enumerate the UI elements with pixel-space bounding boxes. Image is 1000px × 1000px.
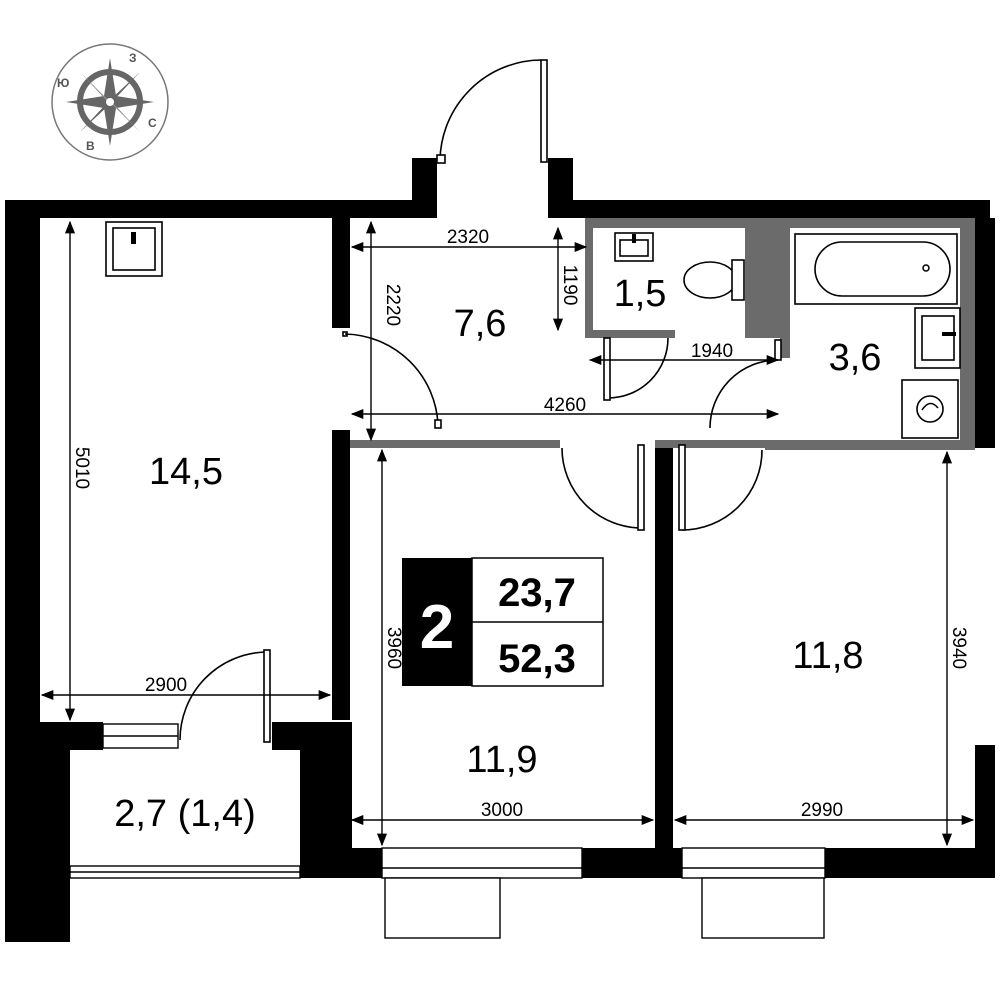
interior-walls <box>332 218 975 850</box>
room-area-hall: 7,6 <box>454 303 507 345</box>
compass-east-label: С <box>148 116 157 130</box>
room-area-bedroom-right: 11,8 <box>792 635 863 677</box>
dim-bedroom-left-width: 3000 <box>481 800 523 821</box>
dim-toilet-depth: 1190 <box>559 265 580 306</box>
dim-hall-width: 2320 <box>447 227 489 248</box>
dim-bedroom-right-width: 2990 <box>801 800 843 821</box>
dimension-lines <box>40 220 975 847</box>
room-area-bath: 3,6 <box>829 337 882 379</box>
total-area: 52,3 <box>498 637 576 681</box>
entrance-door <box>436 59 548 164</box>
room-area-toilet: 1,5 <box>614 273 667 315</box>
bath-sink-icon <box>914 307 961 369</box>
room-area-balcony: 2,7 (1,4) <box>114 793 256 835</box>
apartment-summary-block: 2 23,7 52,3 <box>402 557 604 687</box>
dim-bedroom-left-depth: 3960 <box>383 627 404 669</box>
toilet-sink-icon <box>614 232 654 262</box>
exterior-walls <box>5 158 995 942</box>
compass-south-label: В <box>86 139 95 153</box>
windows <box>69 847 826 939</box>
bathtub-icon <box>794 233 958 305</box>
kitchen-sink-icon <box>105 221 163 277</box>
compass-west-label: Ю <box>57 76 69 90</box>
bedroom-left-door <box>561 444 645 531</box>
dim-living-width: 2900 <box>145 675 187 696</box>
balcony-door <box>102 649 271 749</box>
rooms-count: 2 <box>420 593 454 662</box>
dim-hall-depth: 2220 <box>382 284 403 326</box>
compass-rose-icon: З С В Ю <box>51 43 169 161</box>
toilet-bowl-icon <box>683 259 745 301</box>
living-door <box>342 331 442 429</box>
compass-north-label: З <box>129 51 137 65</box>
dim-bath-width: 1940 <box>691 341 733 362</box>
toilet-door <box>603 337 669 401</box>
room-area-living: 14,5 <box>149 451 223 493</box>
dim-bedroom-right-depth: 3940 <box>948 627 969 669</box>
living-area-total: 23,7 <box>498 571 576 615</box>
bedroom-right-door <box>678 444 763 531</box>
room-area-bedroom-left: 11,9 <box>466 739 537 781</box>
dim-living-depth: 5010 <box>71 447 92 489</box>
dim-corridor-length: 4260 <box>544 395 586 416</box>
washing-machine-icon <box>901 379 959 439</box>
